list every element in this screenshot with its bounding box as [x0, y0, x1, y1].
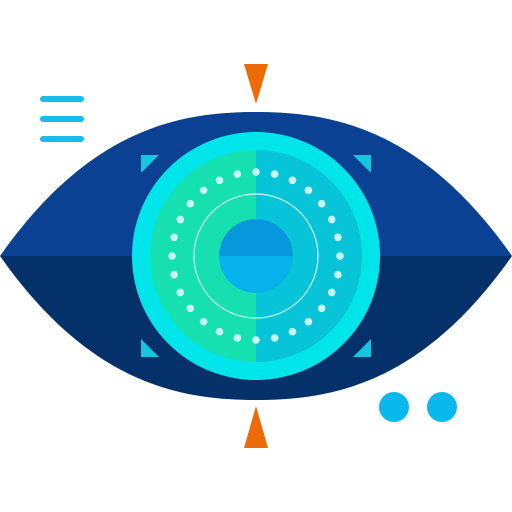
scan-arrows	[244, 64, 268, 448]
iris-dot	[176, 288, 185, 297]
iris-dot	[270, 170, 279, 178]
arrow-down-icon	[244, 64, 268, 104]
arrow-up-icon	[244, 406, 268, 448]
iris-dot-ring	[168, 168, 344, 344]
corner-mark-top-right	[353, 155, 371, 173]
iris-dot	[215, 176, 224, 185]
menu-line	[40, 96, 84, 102]
menu-line	[40, 136, 84, 142]
scan-corner-marks	[141, 155, 371, 357]
iris-dot	[334, 270, 342, 279]
iris-dot	[186, 199, 195, 208]
pupil-upper-half	[219, 219, 293, 256]
side-dot	[427, 392, 457, 422]
menu-icon	[40, 96, 84, 142]
corner-mark-bottom-left	[141, 339, 159, 357]
corner-mark-bottom-right	[353, 339, 371, 357]
corner-mark-top-left	[141, 155, 159, 173]
pupil	[219, 219, 293, 293]
iris-dot	[317, 304, 326, 313]
iris-dot	[304, 186, 313, 195]
iris-dot	[233, 170, 242, 178]
iris-dot	[199, 186, 208, 195]
iris-dot	[199, 317, 208, 326]
iris-dot	[327, 215, 336, 224]
iris-dot	[336, 252, 344, 260]
iris-dot	[252, 168, 260, 176]
iris-dot	[186, 304, 195, 313]
iris-inner-ring	[193, 193, 319, 319]
side-dots	[379, 392, 457, 422]
iris-dot	[304, 317, 313, 326]
iris-dot	[170, 233, 178, 242]
iris-dot	[270, 334, 279, 342]
pupil-lower-half	[219, 256, 293, 293]
iris-dot	[215, 327, 224, 336]
side-dot	[379, 392, 409, 422]
iris-dot	[168, 252, 176, 260]
iris-dot	[288, 176, 297, 185]
iris-dot	[317, 199, 326, 208]
iris-dot	[170, 270, 178, 279]
iris-right-half	[256, 150, 362, 362]
iris-left-half	[150, 150, 256, 362]
iris-dot	[334, 233, 342, 242]
iris-dot	[176, 215, 185, 224]
menu-line	[40, 116, 84, 122]
iris-dot	[233, 334, 242, 342]
iris-dot	[327, 288, 336, 297]
iris-dot	[288, 327, 297, 336]
iris-dot	[252, 336, 260, 344]
